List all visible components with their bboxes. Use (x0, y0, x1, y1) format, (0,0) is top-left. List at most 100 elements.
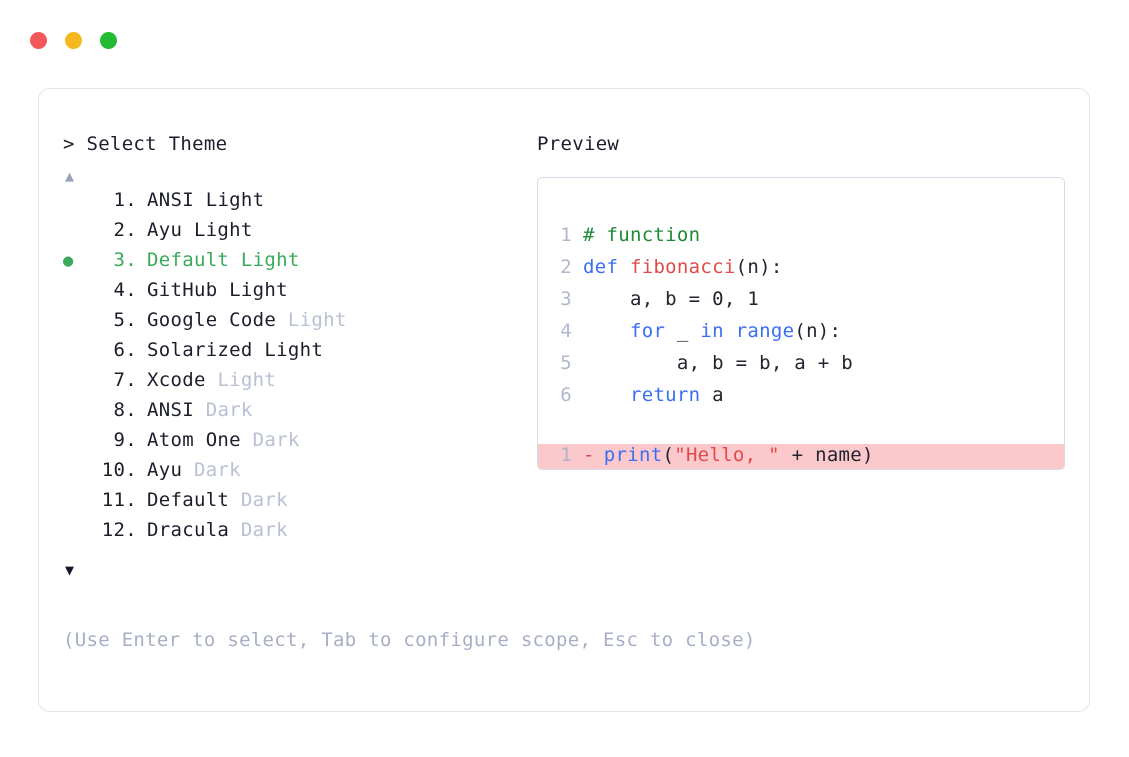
code-token-keyword: in (700, 320, 736, 342)
theme-item-number: 9. (113, 429, 137, 451)
code-token-plain: + name) (779, 444, 874, 466)
preview-label: Preview (537, 133, 620, 155)
theme-item-variant: Dark (193, 399, 253, 421)
theme-item-variant: Dark (240, 429, 300, 451)
selected-bullet-icon: ● (63, 251, 74, 271)
code-token-plain: _ (665, 320, 701, 342)
theme-list-item[interactable]: 5. Google Code Light (63, 309, 533, 339)
theme-item-number: 7. (113, 369, 137, 391)
maximize-button[interactable] (100, 32, 117, 49)
theme-item-name: Ayu (147, 219, 183, 241)
theme-item-name: Solarized (147, 339, 253, 361)
code-token-plain: (n): (735, 256, 783, 278)
line-number: 6 (560, 384, 572, 406)
theme-item-variant: Light (217, 279, 288, 301)
theme-item-name: Ayu (147, 459, 183, 481)
diff-line-content: print("Hello, " + name) (604, 444, 874, 466)
theme-list-item[interactable]: 11. Default Dark (63, 489, 533, 519)
code-token-plain: a (700, 384, 724, 406)
theme-item-variant: Light (182, 219, 253, 241)
scroll-down-indicator-icon[interactable]: ▼ (65, 561, 75, 579)
theme-item-name: Atom One (147, 429, 241, 451)
code-token-plain (583, 320, 630, 342)
theme-item-number: 2. (113, 219, 137, 241)
diff-marker: - (583, 444, 595, 466)
minimize-button[interactable] (65, 32, 82, 49)
line-number: 4 (560, 320, 572, 342)
theme-item-variant: Dark (182, 459, 241, 481)
code-line-content: def fibonacci(n): (583, 256, 783, 278)
code-token-plain (583, 384, 630, 406)
line-number: 3 (560, 288, 572, 310)
theme-selector-panel: > Select Theme ▲ 1. ANSI Light 2. Ayu Light… (38, 88, 1090, 712)
theme-item-name: Xcode (147, 369, 206, 391)
theme-item-name: Default (147, 489, 230, 511)
theme-list-item[interactable]: 8. ANSI Dark (63, 399, 533, 429)
code-line: 4 for _ in range(n): (538, 320, 1064, 352)
theme-list-item[interactable]: 4. GitHub Light (63, 279, 533, 309)
theme-item-name: ANSI (147, 399, 194, 421)
code-token-keyword: for (629, 320, 666, 342)
preview-column: Preview 1 # function 2 def fibonacci(n): 3 a… (537, 133, 1067, 470)
theme-item-name: Default (147, 249, 230, 271)
code-diff-spacer (538, 416, 1064, 444)
code-line-content: return a (583, 384, 724, 406)
theme-item-number: 5. (113, 309, 137, 331)
theme-item-number: 11. (101, 489, 137, 511)
diff-removed-line: 1-print("Hello, " + name) (538, 444, 1064, 469)
keyboard-hint: (Use Enter to select, Tab to configure s… (63, 629, 756, 651)
theme-list-item[interactable]: 2. Ayu Light (63, 219, 533, 249)
line-number: 2 (560, 256, 572, 278)
theme-item-name: ANSI (147, 189, 194, 211)
code-line-content: # function (583, 224, 700, 246)
theme-item-variant: Light (276, 309, 347, 331)
code-token-plain: a, b = 0, 1 (583, 288, 760, 310)
code-line: 6 return a (538, 384, 1064, 416)
theme-item-variant: Light (229, 249, 300, 271)
code-line: 1 # function (538, 224, 1064, 256)
theme-item-number: 6. (113, 339, 137, 361)
theme-list-column: > Select Theme ▲ 1. ANSI Light 2. Ayu Light… (63, 133, 533, 579)
code-line-content: for _ in range(n): (583, 320, 841, 342)
theme-list-item[interactable]: 7. Xcode Light (63, 369, 533, 399)
code-line: 3 a, b = 0, 1 (538, 288, 1064, 320)
code-line-content: a, b = 0, 1 (583, 288, 759, 310)
theme-item-number: 12. (101, 519, 137, 541)
code-token-builtin: print (603, 444, 663, 466)
theme-item-variant: Light (193, 189, 265, 211)
line-number: 1 (560, 444, 572, 466)
theme-list-item[interactable]: 10. Ayu Dark (63, 459, 533, 489)
code-token-plain: ( (662, 444, 675, 466)
theme-item-number: 1. (113, 189, 137, 211)
theme-item-number: 4. (113, 279, 137, 301)
theme-item-variant: Light (205, 369, 277, 391)
theme-item-number: 10. (101, 459, 137, 481)
preview-box: 1 # function 2 def fibonacci(n): 3 a, b = 0,… (537, 177, 1065, 470)
theme-item-number: 3. (113, 249, 137, 271)
line-number: 1 (560, 224, 572, 246)
code-sample: 1 # function 2 def fibonacci(n): 3 a, b = 0,… (538, 178, 1064, 416)
code-line: 5 a, b = b, a + b (538, 352, 1064, 384)
code-token-string: "Hello, " (674, 444, 780, 466)
theme-item-variant: Dark (229, 519, 288, 541)
code-token-func: fibonacci (629, 256, 736, 278)
line-number: 5 (560, 352, 572, 374)
theme-item-name: Google Code (147, 309, 277, 331)
theme-list-item[interactable]: ● 3. Default Light (63, 249, 533, 279)
theme-item-number: 8. (113, 399, 137, 421)
code-diff-sample: 1-print("Hello, " + name)1+print(f"Hello… (538, 444, 1064, 469)
prompt-label: > Select Theme (63, 133, 228, 155)
theme-item-name: GitHub (147, 279, 218, 301)
code-line-content: a, b = b, a + b (583, 352, 853, 374)
theme-list-item[interactable]: 1. ANSI Light (63, 189, 533, 219)
code-line: 2 def fibonacci(n): (538, 256, 1064, 288)
theme-list-item[interactable]: 12.Dracula Dark (63, 519, 533, 549)
code-token-plain: (n): (794, 320, 842, 342)
theme-list-item[interactable]: 9. Atom One Dark (63, 429, 533, 459)
theme-item-variant: Dark (229, 489, 288, 511)
close-button[interactable] (30, 32, 47, 49)
code-token-builtin: range (735, 320, 795, 342)
theme-list-item[interactable]: 6.Solarized Light (63, 339, 533, 369)
scroll-up-indicator-icon[interactable]: ▲ (65, 167, 75, 185)
